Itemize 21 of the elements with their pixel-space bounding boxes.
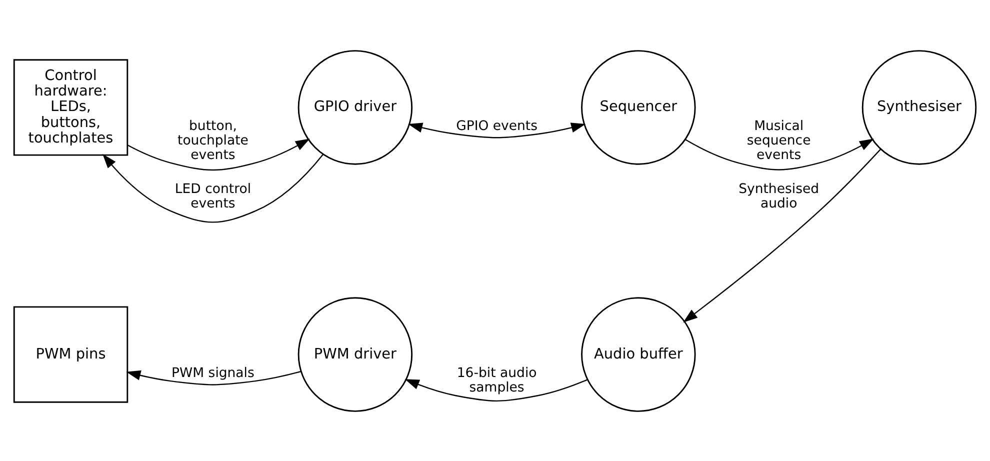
edge-label: Musical sequence events <box>746 118 811 163</box>
arrow <box>684 138 874 170</box>
node-circle: Sequencer <box>581 50 696 164</box>
node-circle: PWM driver <box>298 296 413 412</box>
node-circle: GPIO driver <box>298 50 413 164</box>
edge-label: 16-bit audio samples <box>456 366 537 396</box>
arrow <box>408 122 586 138</box>
node-box: Control hardware: LEDs, buttons, touchplates <box>13 58 128 156</box>
node-circle: Audio buffer <box>581 296 696 412</box>
edge-label: LED control events <box>174 181 252 211</box>
edge-label: PWM signals <box>172 366 254 381</box>
node-box: PWM pins <box>13 306 128 402</box>
arrow <box>404 378 588 402</box>
edge-label: GPIO events <box>456 118 538 134</box>
arrow <box>102 153 324 222</box>
edge-label: button, touchplate events <box>178 118 248 163</box>
arrow <box>683 148 882 322</box>
arrow <box>128 138 310 170</box>
node-circle: Synthesiser <box>862 50 977 164</box>
edge-label: Synthesised audio <box>738 181 820 211</box>
arrow <box>126 370 301 385</box>
